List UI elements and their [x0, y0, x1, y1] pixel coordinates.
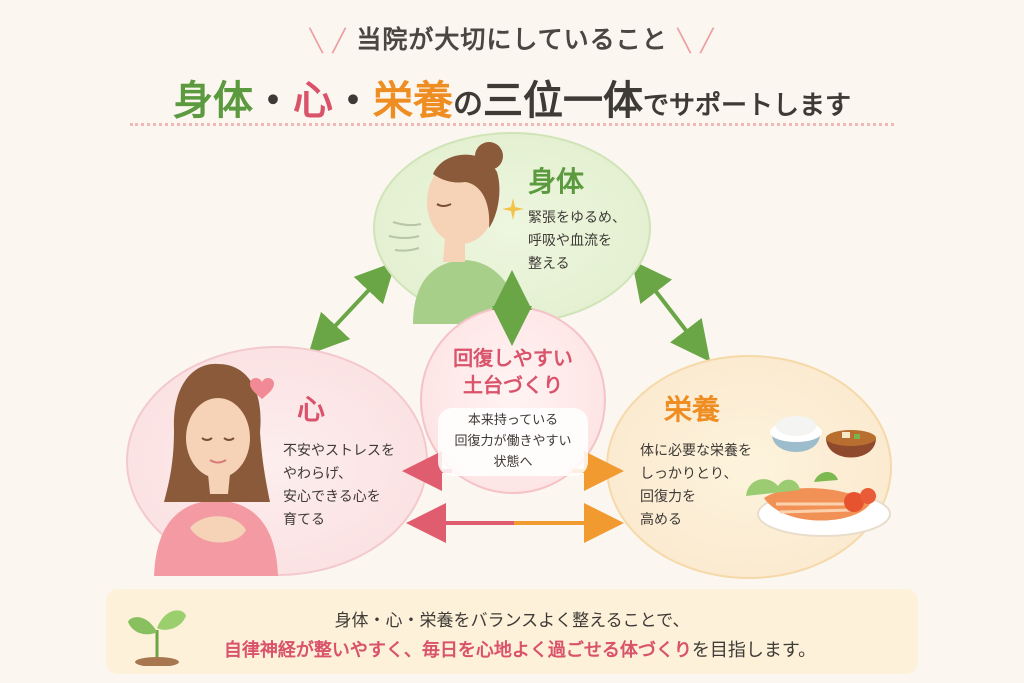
title-trinity: 三位一体 [482, 78, 643, 124]
woman-hands-on-chest-illustration [154, 363, 278, 576]
japanese-meal-illustration [746, 416, 891, 537]
body-line: 緊張をゆるめ、 [528, 210, 626, 226]
center-line: 本来持っている [467, 413, 559, 428]
title-heart: 心 [292, 78, 333, 124]
center-description: 本来持っている 回復力が働きやすい 状態へ [420, 410, 606, 473]
banner-tail: を目指します。 [691, 640, 817, 661]
title-nutrition: 栄養 [372, 78, 453, 124]
nutrition-line: 回復力を [640, 489, 696, 505]
center-title-line: 回復しやすい [453, 346, 573, 370]
banner-highlight: 自律神経が整いやすく、毎日を心地よく過ごせる体づくり [223, 640, 692, 661]
arrow-body-heart [308, 261, 396, 355]
summary-banner [106, 589, 918, 674]
body-line: 呼吸や血流を [528, 233, 612, 249]
title-divider [130, 123, 894, 126]
center-title: 回復しやすい 土台づくり [420, 345, 606, 399]
nutrition-description: 体に必要な栄養を しっかりとり、 回復力を 高める [640, 440, 752, 532]
center-line: 状態へ [493, 455, 533, 470]
page-title: 身体・心・栄養の三位一体でサポートします [0, 68, 1024, 126]
heart-description: 不安やストレスを やわらげ、 安心できる心を 育てる [283, 440, 395, 532]
nutrition-line: 体に必要な栄養を [640, 443, 752, 459]
heart-icon [250, 378, 274, 399]
heart-line: やわらげ、 [283, 466, 353, 482]
title-dot: ・ [252, 78, 293, 124]
decoration-left: ╲ ╱ [309, 29, 347, 54]
heart-title: 心 [297, 393, 326, 426]
subtitle-text: 当院が大切にしていること [356, 25, 668, 54]
title-body: 身体 [172, 78, 253, 124]
nutrition-title: 栄養 [664, 393, 721, 426]
center-title-line: 土台づくり [463, 373, 563, 397]
body-description: 緊張をゆるめ、 呼吸や血流を 整える [528, 207, 626, 276]
heart-line: 不安やストレスを [283, 443, 395, 459]
title-dot: ・ [332, 78, 373, 124]
title-no: の [452, 87, 483, 122]
center-line: 回復力が働きやすい [454, 434, 572, 449]
body-title: 身体 [528, 165, 585, 198]
banner-line-1: 身体・心・栄養をバランスよく整えることで、 [334, 611, 690, 631]
center-text-panel [438, 408, 588, 476]
nutrition-circle [606, 355, 892, 579]
nutrition-line: 高める [640, 512, 682, 528]
title-tail: でサポートします [642, 91, 851, 121]
decoration-right: ╲ ╱ [677, 29, 715, 54]
nutrition-line: しっかりとり、 [640, 466, 738, 482]
sparkle-icon [502, 198, 524, 220]
heart-line: 安心できる心を [283, 489, 381, 505]
banner-line-2: 自律神経が整いやすく、毎日を心地よく過ごせる体づくりを目指します。 [120, 636, 920, 662]
page-subtitle: ╲ ╱ 当院が大切にしていること ╲ ╱ [0, 20, 1024, 56]
sprout-icon [128, 610, 186, 666]
arrow-body-nutrition [631, 260, 711, 362]
body-line: 整える [528, 256, 570, 272]
heart-line: 育てる [283, 512, 325, 528]
